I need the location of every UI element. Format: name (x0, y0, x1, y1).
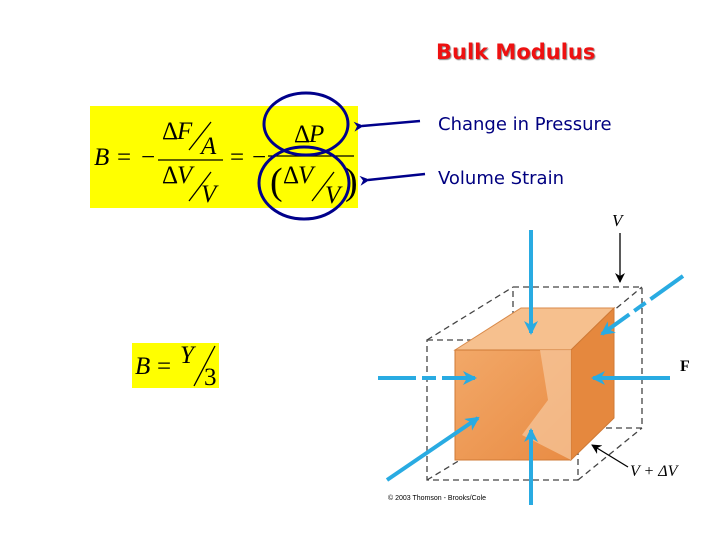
eq2-slash (193, 345, 216, 387)
bulk-modulus-equation: B = − Δ F A Δ V V = − Δ P ( Δ V V ) (90, 106, 358, 209)
eq-V-4: V (325, 182, 343, 208)
figure-credit: © 2003 Thomson - Brooks/Cole (388, 494, 486, 502)
pressure-circle (262, 91, 350, 157)
eq-P: P (308, 121, 324, 148)
expanded-volume-pointer (591, 444, 629, 468)
force-label: F (680, 358, 690, 375)
eq-slash-1 (188, 121, 212, 151)
strain-arrow (359, 172, 426, 186)
eq-equals-2: = (230, 144, 244, 171)
eq-V-2: V (201, 181, 219, 208)
eq2-Y: Y (180, 343, 197, 369)
eq2-three: 3 (204, 364, 217, 388)
pressure-arrow (353, 119, 421, 132)
eq-minus-1: − (141, 144, 155, 171)
eq-delta-4: Δ (283, 162, 299, 189)
eq-delta-3: Δ (294, 121, 310, 148)
expanded-volume-label: V + ΔV (630, 463, 680, 480)
eq-slash-3 (311, 171, 335, 202)
strain-label: Volume Strain (438, 168, 564, 189)
force-arrow-back (600, 274, 685, 336)
force-arrow-front (385, 416, 480, 482)
eq-left-paren: ( (270, 161, 283, 203)
young-modulus-equation: B = Y 3 (132, 342, 219, 391)
pressure-label: Change in Pressure (438, 114, 612, 135)
eq-V-3: V (298, 162, 316, 189)
eq-slash-2 (188, 171, 212, 202)
eq2-equals: = (157, 353, 171, 380)
force-arrows (378, 230, 685, 505)
eq2-lhs-B: B (135, 353, 150, 380)
eq-lhs-B: B (94, 144, 109, 171)
volume-label: V (612, 211, 625, 230)
eq-F: F (176, 118, 193, 145)
inner-cube (453, 306, 616, 462)
eq-delta-2: Δ (162, 162, 178, 189)
eq-equals-1: = (117, 144, 131, 171)
strain-circle (257, 145, 351, 221)
eq-delta-1: Δ (162, 118, 178, 145)
eq-A: A (199, 133, 217, 160)
slide-title: Bulk Modulus (436, 40, 596, 64)
cube-figure: V F V + ΔV © 2003 Thomson - Brooks/Cole (378, 211, 690, 505)
eq-V-1: V (177, 162, 195, 189)
eq-minus-2: − (252, 144, 266, 171)
